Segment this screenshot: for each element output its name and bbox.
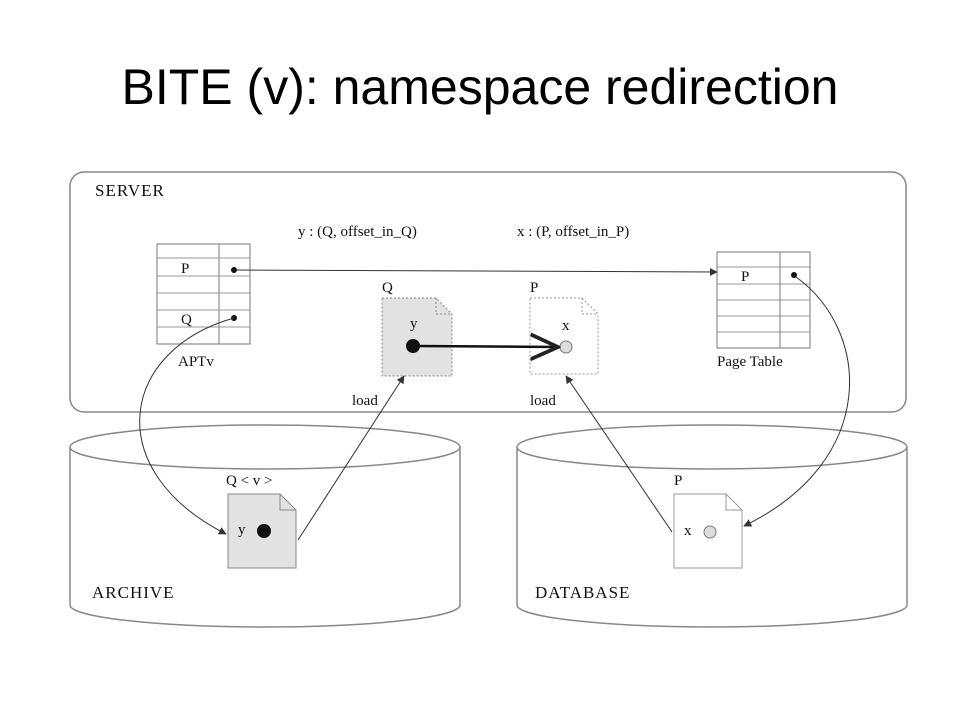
- database-page-var: x: [684, 523, 692, 539]
- server-page-p-dot: [559, 340, 573, 354]
- q-to-p-reference-arrow: [417, 346, 558, 347]
- server-page-q-var: y: [410, 316, 418, 332]
- database-page-p: x: [673, 493, 743, 569]
- server-page-p-var: x: [562, 318, 570, 334]
- load-left-label: load: [352, 393, 378, 409]
- server-label: SERVER: [95, 181, 165, 200]
- slide-title: BITE (v): namespace redirection: [121, 59, 839, 115]
- aptv-table: P Q: [156, 243, 251, 345]
- aptv-p-entry: P: [181, 261, 189, 277]
- database-page-dot: [703, 525, 717, 539]
- page-table: P: [716, 251, 811, 349]
- server-page-p: x: [529, 297, 599, 375]
- archive-page-label: Q < v >: [226, 473, 273, 489]
- aptv-q-entry: Q: [181, 312, 192, 328]
- aptv-to-pagetable-arrow: [235, 267, 718, 276]
- server-page-p-label: P: [530, 280, 538, 296]
- x-mapping-label: x : (P, offset_in_P): [517, 224, 629, 240]
- aptv-q-to-archive-arrow: [139, 317, 235, 535]
- database-page-label: P: [674, 473, 682, 489]
- server-page-q-dot: [406, 339, 420, 353]
- load-right-label: load: [530, 393, 556, 409]
- database-cylinder: [516, 424, 908, 628]
- archive-label: ARCHIVE: [92, 583, 175, 602]
- page-table-p-pointer: [791, 272, 797, 278]
- y-mapping-label: y : (Q, offset_in_Q): [298, 224, 417, 240]
- pagetable-to-database-arrow: [743, 276, 851, 527]
- aptv-caption: APTv: [178, 354, 214, 370]
- archive-page-var: y: [238, 522, 246, 538]
- server-page-q-label: Q: [382, 280, 393, 296]
- database-label: DATABASE: [535, 583, 630, 602]
- archive-page-dot: [257, 524, 271, 538]
- server-box: [69, 171, 907, 413]
- page-table-caption: Page Table: [717, 354, 783, 370]
- archive-page-qv: y: [227, 493, 297, 569]
- page-table-p-entry: P: [741, 269, 749, 285]
- database-load-arrow: [565, 375, 673, 533]
- server-page-q: y: [381, 297, 453, 377]
- aptv-p-pointer: [231, 267, 237, 273]
- archive-load-arrow: [297, 375, 405, 541]
